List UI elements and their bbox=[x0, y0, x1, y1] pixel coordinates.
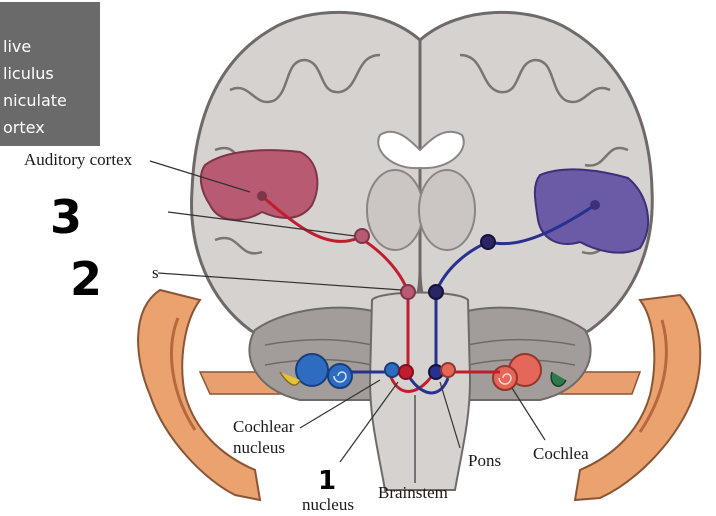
brainstem-shape bbox=[368, 291, 472, 491]
leader-lines bbox=[149, 160, 546, 483]
label-pons: Pons bbox=[468, 451, 502, 470]
overlay-list-item: liculus bbox=[3, 64, 54, 83]
left-cochlea bbox=[279, 353, 353, 389]
left-auditory-cortex bbox=[199, 149, 319, 221]
handwritten-number-1: 1 bbox=[318, 466, 337, 496]
label-cochlear-nucleus-2: nucleus bbox=[233, 438, 285, 457]
label-auditory-cortex: Auditory cortex bbox=[24, 150, 133, 169]
label-brainstem: Brainstem bbox=[378, 483, 448, 502]
label-partial-s: s bbox=[152, 263, 159, 282]
overlay-list-box: live liculus niculate ortex bbox=[0, 2, 100, 146]
overlay-list-item: live bbox=[3, 37, 32, 56]
label-cochlear-nucleus-1: Cochlear bbox=[233, 417, 295, 436]
handwritten-number-3: 3 bbox=[50, 190, 83, 244]
overlay-list-item: ortex bbox=[3, 118, 45, 137]
label-nucleus: nucleus bbox=[302, 495, 354, 514]
right-auditory-cortex bbox=[533, 168, 650, 254]
nucleus-markers bbox=[257, 191, 600, 380]
overlay-list-item: niculate bbox=[3, 91, 67, 110]
handwritten-number-2: 2 bbox=[70, 252, 103, 306]
label-cochlea: Cochlea bbox=[533, 444, 589, 463]
